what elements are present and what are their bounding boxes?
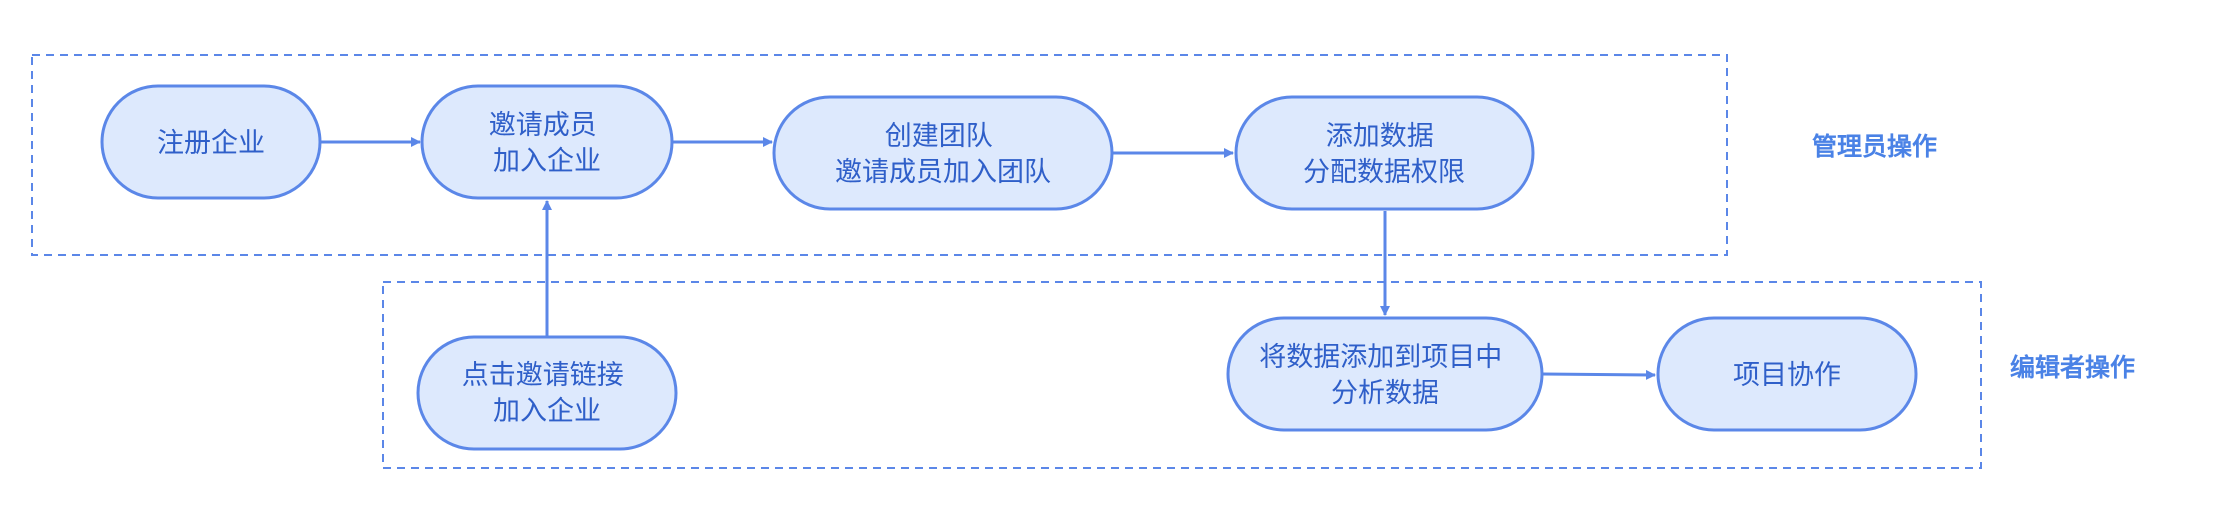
node-click-invite-line-1: 点击邀请链接: [462, 360, 624, 391]
svg-text:项目协作: 项目协作: [1733, 360, 1841, 391]
node-add-data-line-2: 分配数据权限: [1303, 157, 1465, 188]
node-invite-members-line-1: 邀请成员: [489, 110, 597, 141]
node-create-team-line-2: 邀请成员加入团队: [835, 157, 1051, 188]
node-invite-members-line-2: 加入企业: [493, 146, 601, 177]
editor-region-label: 编辑者操作: [2010, 353, 2135, 382]
node-click-invite[interactable]: 点击邀请链接 加入企业: [416, 335, 678, 451]
node-click-invite-line-2: 加入企业: [493, 396, 601, 427]
node-register[interactable]: 注册企业: [100, 84, 322, 200]
svg-text:注册企业: 注册企业: [157, 128, 265, 159]
node-add-data-line-1: 添加数据: [1326, 121, 1434, 152]
node-collaborate[interactable]: 项目协作: [1656, 316, 1918, 432]
node-collaborate-line-1: 项目协作: [1733, 360, 1841, 391]
svg-text:点击邀请链接 加入企业: 点击邀请链接 加入企业: [462, 360, 633, 427]
svg-text:创建团队 邀请成员加入团队: 创建团队 邀请成员加入团队: [835, 121, 1051, 188]
admin-region-label: 管理员操作: [1812, 132, 1937, 161]
node-create-team[interactable]: 创建团队 邀请成员加入团队: [772, 95, 1114, 211]
admin-region: [31, 54, 1728, 256]
svg-text:邀请成员 加入企业: 邀请成员 加入企业: [489, 110, 606, 177]
svg-text:将数据添加到项目中 分析数据: 将数据添加到项目中 分析数据: [1259, 342, 1511, 409]
node-register-line-1: 注册企业: [157, 128, 265, 159]
edge-project-to-collaborate: [1541, 369, 1656, 380]
node-add-data[interactable]: 添加数据 分配数据权限: [1234, 95, 1535, 211]
node-add-to-project-line-2: 分析数据: [1331, 378, 1439, 409]
node-invite-members[interactable]: 邀请成员 加入企业: [420, 84, 674, 200]
node-create-team-line-1: 创建团队: [885, 121, 993, 152]
editor-region: [382, 281, 1982, 469]
svg-text:添加数据 分配数据权限: 添加数据 分配数据权限: [1303, 121, 1465, 188]
node-add-to-project[interactable]: 将数据添加到项目中 分析数据: [1226, 316, 1544, 432]
node-add-to-project-line-1: 将数据添加到项目中: [1259, 342, 1502, 373]
